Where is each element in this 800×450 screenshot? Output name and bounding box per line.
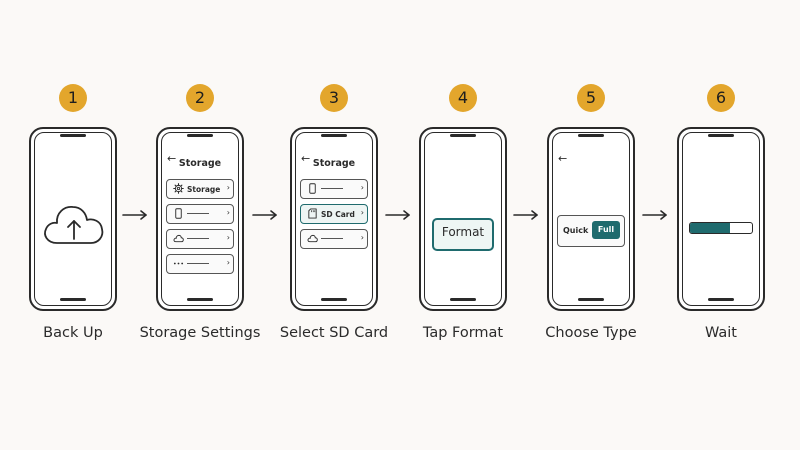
step-caption: Select SD Card (279, 325, 389, 341)
phone-notch (187, 134, 213, 137)
list-item-storage[interactable]: Storage › (166, 179, 234, 199)
phone-notch (321, 134, 347, 137)
chevron-right-icon: › (360, 208, 364, 217)
step-caption: Tap Format (422, 325, 504, 341)
chevron-right-icon: › (360, 183, 364, 192)
cloud-upload-icon (44, 206, 104, 244)
step-caption: Back Up (43, 325, 103, 341)
gear-icon (173, 183, 184, 194)
step-number-badge: 5 (577, 84, 605, 112)
list-item-device[interactable]: › (300, 179, 368, 199)
phone-home-bar (321, 298, 347, 301)
phone-notch (578, 134, 604, 137)
phone-frame: ← Storage (156, 127, 244, 311)
list-item-label: Storage (187, 185, 221, 194)
step-storage-settings: 2 ← Storage (140, 0, 260, 450)
format-button[interactable]: Format (432, 218, 494, 251)
cloud-icon (173, 234, 184, 243)
phone-icon (309, 183, 316, 194)
list-item-cloud[interactable]: › (166, 229, 234, 249)
storage-list: › SD Card › (300, 179, 368, 254)
cloud-icon (307, 234, 318, 243)
chevron-right-icon: › (360, 233, 364, 242)
connector-arrow (252, 210, 277, 220)
placeholder-line (187, 263, 209, 265)
settings-list: Storage › › (166, 179, 234, 279)
phone-home-bar (450, 298, 476, 301)
chevron-right-icon: › (226, 183, 230, 192)
phone-screen: Format (428, 143, 498, 293)
format-type-selector: Quick Full (557, 215, 625, 247)
back-arrow-icon[interactable]: ← (558, 152, 568, 165)
phone-frame: ← Quick Full (547, 127, 635, 311)
phone-home-bar (708, 298, 734, 301)
step-tap-format: 4 Format Tap Format (403, 0, 523, 450)
chevron-right-icon: › (226, 233, 230, 242)
connector-arrow (122, 210, 147, 220)
list-item-device[interactable]: › (166, 204, 234, 224)
phone-screen: ← Storage › (299, 143, 369, 293)
phone-notch (450, 134, 476, 137)
placeholder-line (321, 188, 343, 190)
step-number-badge: 6 (707, 84, 735, 112)
step-number-badge: 3 (320, 84, 348, 112)
phone-frame: ← Storage › (290, 127, 378, 311)
placeholder-line (187, 213, 209, 215)
more-icon (173, 262, 184, 265)
phone-frame: Format (419, 127, 507, 311)
sd-card-icon (308, 208, 317, 219)
list-item-label: SD Card (321, 210, 355, 219)
phone-screen: ← Quick Full (556, 143, 626, 293)
phone-notch (60, 134, 86, 137)
list-item-sd-card[interactable]: SD Card › (300, 204, 368, 224)
chevron-right-icon: › (226, 258, 230, 267)
phone-screen: ← Storage (165, 143, 235, 293)
progress-fill (690, 223, 731, 233)
list-item-more[interactable]: › (166, 254, 234, 274)
screen-title: Storage (178, 158, 222, 169)
step-select-sd-card: 3 ← Storage › (274, 0, 394, 450)
screen-title: Storage (312, 158, 356, 169)
phone-screen (38, 143, 108, 293)
step-choose-type: 5 ← Quick Full Choose Type (531, 0, 651, 450)
phone-icon (175, 208, 182, 219)
connector-arrow (385, 210, 410, 220)
quick-option[interactable]: Quick (563, 226, 589, 235)
back-arrow-icon[interactable]: ← (167, 152, 177, 165)
step-caption: Wait (704, 325, 737, 341)
phone-home-bar (187, 298, 213, 301)
list-item-cloud[interactable]: › (300, 229, 368, 249)
placeholder-line (321, 238, 343, 240)
step-number-badge: 4 (449, 84, 477, 112)
chevron-right-icon: › (226, 208, 230, 217)
phone-home-bar (578, 298, 604, 301)
step-number-badge: 1 (59, 84, 87, 112)
full-option[interactable]: Full (592, 221, 620, 239)
step-number-badge: 2 (186, 84, 214, 112)
phone-frame (29, 127, 117, 311)
phone-frame (677, 127, 765, 311)
connector-arrow (513, 210, 538, 220)
step-wait: 6 Wait (661, 0, 781, 450)
progress-bar (689, 222, 753, 234)
placeholder-line (187, 238, 209, 240)
phone-notch (708, 134, 734, 137)
back-arrow-icon[interactable]: ← (301, 152, 311, 165)
connector-arrow (642, 210, 667, 220)
step-caption: Choose Type (545, 325, 637, 341)
phone-screen (686, 143, 756, 293)
phone-home-bar (60, 298, 86, 301)
step-caption: Storage Settings (139, 325, 261, 341)
step-back-up: 1 Back Up (13, 0, 133, 450)
